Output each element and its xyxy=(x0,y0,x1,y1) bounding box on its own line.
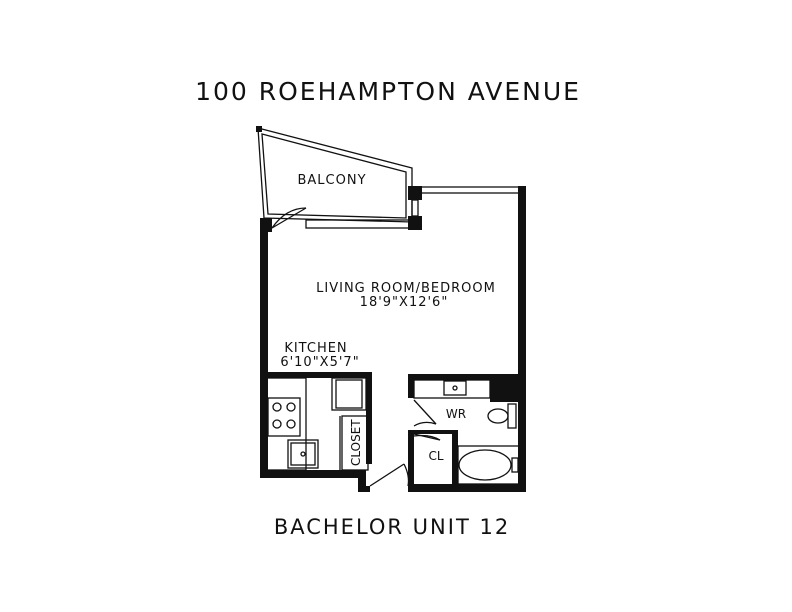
toilet xyxy=(487,403,517,429)
small-closet-door xyxy=(413,433,441,441)
stove xyxy=(267,397,301,437)
kitchen-size: 6'10"X5'7" xyxy=(280,355,359,370)
living-room-label: LIVING ROOM/BEDROOM xyxy=(316,281,496,296)
closet-label: CLOSET xyxy=(349,419,363,466)
kitchen-closet: CLOSET xyxy=(339,415,369,471)
entry-door xyxy=(369,463,410,487)
balcony-door xyxy=(271,207,307,229)
kitchen-label: KITCHEN xyxy=(284,341,347,356)
bathroom-walls xyxy=(408,374,520,490)
plan-title: 100 ROEHAMPTON AVENUE xyxy=(195,77,581,106)
balcony-label: BALCONY xyxy=(297,173,366,188)
small-closet-label: CL xyxy=(428,449,443,463)
kitchen-walls xyxy=(264,372,372,464)
bathroom-vanity xyxy=(413,379,491,399)
bathtub xyxy=(457,445,521,485)
exterior-walls xyxy=(260,186,526,492)
living-room-size: 18'9"X12'6" xyxy=(360,295,449,310)
kitchen-counter xyxy=(265,377,319,471)
washroom-label: WR xyxy=(446,407,466,421)
unit-label: BACHELOR UNIT 12 xyxy=(274,515,510,539)
washroom-door xyxy=(413,399,437,427)
